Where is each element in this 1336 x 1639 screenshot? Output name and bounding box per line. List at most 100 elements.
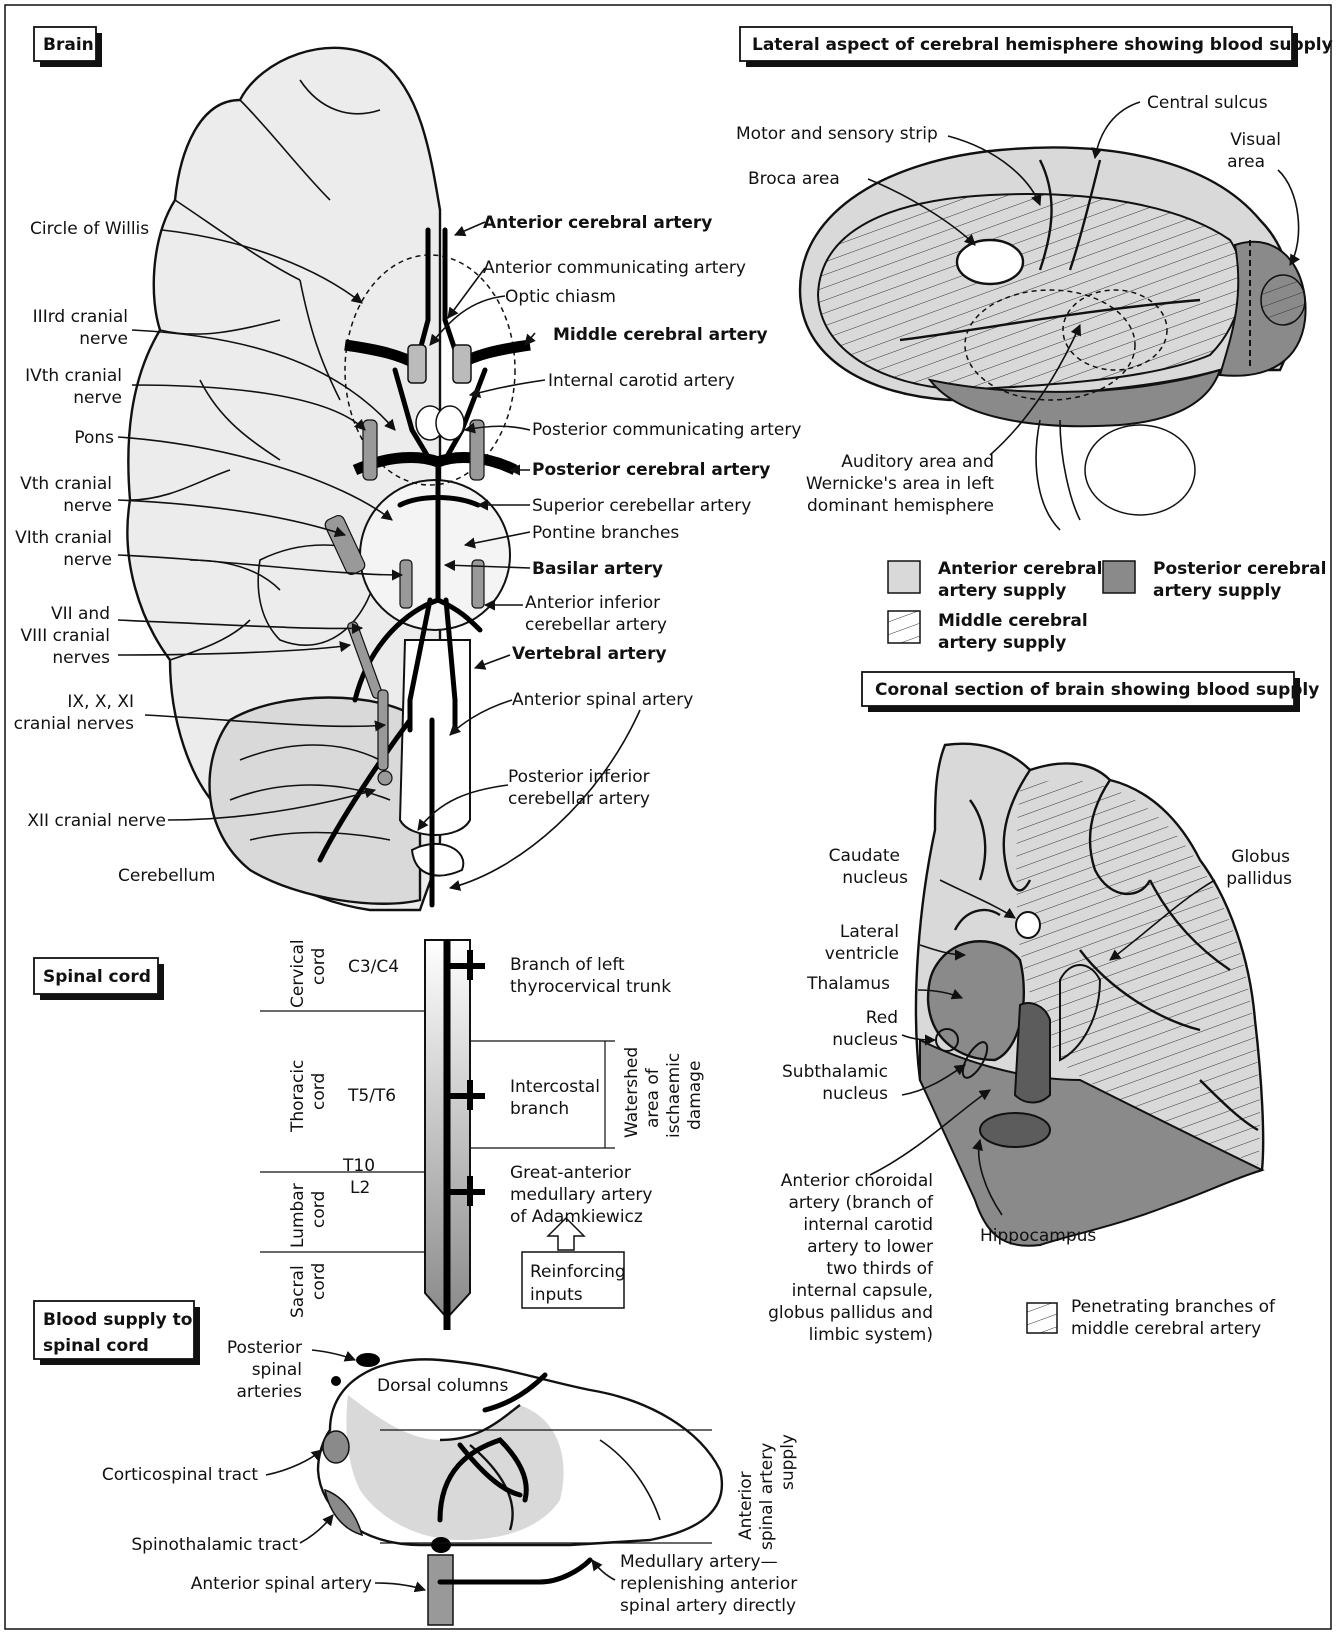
label-pons: Pons xyxy=(74,428,114,448)
label-asa-cross: Anterior spinal artery xyxy=(191,1574,372,1594)
label-vii-2: VIII cranial xyxy=(21,626,110,646)
label-lumbar-2: cord xyxy=(309,1191,329,1228)
label-ix-2: cranial nerves xyxy=(14,714,135,734)
label-sca: Superior cerebellar artery xyxy=(532,496,751,516)
label-sacral-1: Sacral xyxy=(288,1265,308,1318)
legend: Anterior cerebral artery supply Posterio… xyxy=(888,559,1326,653)
label-asa-supply-2: spinal artery xyxy=(757,1443,777,1550)
label-achor-1: Anterior choroidal xyxy=(781,1171,933,1191)
label-thoracic-2: cord xyxy=(309,1073,329,1110)
label-posterior-3: arteries xyxy=(236,1382,302,1402)
label-water-4: damage xyxy=(685,1061,705,1130)
label-cervical-2: cord xyxy=(309,948,329,985)
label-ix-1: IX, X, XI xyxy=(67,692,134,712)
label-acom: Anterior communicating artery xyxy=(483,258,746,278)
spinal-title: Spinal cord xyxy=(43,967,151,987)
label-lateral-v-1: Lateral xyxy=(840,922,899,942)
label-aca: Anterior cerebral artery xyxy=(483,213,712,233)
label-dorsal: Dorsal columns xyxy=(377,1376,508,1396)
legend-mca-1: Middle cerebral xyxy=(938,611,1088,631)
label-vi-1: VIth cranial xyxy=(15,528,112,548)
label-v-2: nerve xyxy=(63,496,112,516)
label-pca: Posterior cerebral artery xyxy=(532,460,770,480)
label-iv-2: nerve xyxy=(73,388,122,408)
label-aud-1: Auditory area and xyxy=(841,452,994,472)
label-posterior-1: Posterior xyxy=(227,1338,302,1358)
label-thalamus: Thalamus xyxy=(806,974,890,994)
label-aud-2: Wernicke's area in left xyxy=(806,474,995,494)
legend-pca-1: Posterior cerebral xyxy=(1153,559,1326,579)
label-asa-supply-1: Anterior xyxy=(736,1471,756,1540)
label-caudate-1: Caudate xyxy=(829,846,900,866)
legend-swatch-mca xyxy=(888,611,920,643)
label-t10: T10 xyxy=(342,1156,375,1176)
label-great-1: Great-anterior xyxy=(510,1163,631,1183)
label-achor-7: globus pallidus and xyxy=(768,1303,933,1323)
blood-supply-title-1: Blood supply to xyxy=(43,1310,192,1330)
label-med-1: Medullary artery— xyxy=(620,1552,778,1572)
label-reinf-1: Reinforcing xyxy=(530,1262,626,1282)
label-vi-2: nerve xyxy=(63,550,112,570)
label-iii-2: nerve xyxy=(79,329,128,349)
label-thoracic-1: Thoracic xyxy=(288,1060,308,1133)
label-asa-supply-3: supply xyxy=(778,1434,798,1490)
label-xii: XII cranial nerve xyxy=(27,811,166,831)
label-l2: L2 xyxy=(350,1178,370,1198)
label-med-2: replenishing anterior xyxy=(620,1574,797,1594)
coronal-section xyxy=(916,744,1263,1246)
label-caudate-2: nucleus xyxy=(842,868,908,888)
label-subth-1: Subthalamic xyxy=(782,1062,888,1082)
legend-swatch-aca xyxy=(888,561,920,593)
label-reinf-2: inputs xyxy=(530,1285,583,1305)
label-t5t6: T5/T6 xyxy=(347,1086,396,1106)
brain-illustration xyxy=(127,48,530,910)
legend-pca-2: artery supply xyxy=(1153,581,1281,601)
label-vertebral: Vertebral artery xyxy=(512,644,667,664)
legend-aca-2: artery supply xyxy=(938,581,1066,601)
legend-mca-2: artery supply xyxy=(938,633,1066,653)
label-basilar: Basilar artery xyxy=(532,559,663,579)
label-pica-1: Posterior inferior xyxy=(508,767,650,787)
label-med-3: spinal artery directly xyxy=(620,1596,796,1616)
label-pcom: Posterior communicating artery xyxy=(532,420,801,440)
label-cortico: Corticospinal tract xyxy=(102,1465,259,1485)
label-iv-1: IVth cranial xyxy=(25,366,122,386)
label-inter-1: Intercostal xyxy=(510,1077,600,1097)
label-thyro-1: Branch of left xyxy=(510,955,625,975)
label-achor-2: artery (branch of xyxy=(789,1193,935,1213)
blood-supply-title-box: Blood supply to spinal cord xyxy=(34,1301,200,1365)
label-globus-1: Globus xyxy=(1231,847,1290,867)
label-mca: Middle cerebral artery xyxy=(553,325,768,345)
blood-supply-title-2: spinal cord xyxy=(43,1336,149,1356)
label-water-3: ischaemic xyxy=(664,1053,684,1138)
label-pica-2: cerebellar artery xyxy=(508,789,650,809)
label-ica: Internal carotid artery xyxy=(548,371,735,391)
lateral-title: Lateral aspect of cerebral hemisphere sh… xyxy=(752,35,1333,55)
label-achor-3: internal carotid xyxy=(803,1215,933,1235)
label-visual-2: area xyxy=(1227,152,1265,172)
label-achor-5: two thirds of xyxy=(826,1259,934,1279)
label-aica-2: cerebellar artery xyxy=(525,615,667,635)
label-achor-6: internal capsule, xyxy=(792,1281,933,1301)
coronal-title-box: Coronal section of brain showing blood s… xyxy=(862,672,1319,712)
label-motor: Motor and sensory strip xyxy=(736,124,938,144)
spinal-labels: Cervical cord Thoracic cord Lumbar cord … xyxy=(288,939,705,1318)
label-aud-3: dominant hemisphere xyxy=(807,496,994,516)
label-asa: Anterior spinal artery xyxy=(512,690,693,710)
brain-title-box: Brain xyxy=(34,27,102,67)
label-pen-2: middle cerebral artery xyxy=(1071,1319,1261,1339)
label-water-1: Watershed xyxy=(622,1047,642,1138)
label-sacral-2: cord xyxy=(309,1263,329,1300)
label-spinoth: Spinothalamic tract xyxy=(131,1535,298,1555)
label-lumbar-1: Lumbar xyxy=(288,1183,308,1248)
label-pontine: Pontine branches xyxy=(532,523,679,543)
lateral-title-box: Lateral aspect of cerebral hemisphere sh… xyxy=(740,27,1333,67)
label-iii-1: IIIrd cranial xyxy=(33,307,128,327)
label-posterior-2: spinal xyxy=(252,1360,302,1380)
label-cerebellum: Cerebellum xyxy=(118,866,215,886)
label-broca: Broca area xyxy=(748,169,840,189)
label-achor-4: artery to lower xyxy=(807,1237,933,1257)
label-aica-1: Anterior inferior xyxy=(525,593,660,613)
label-v-1: Vth cranial xyxy=(20,474,112,494)
